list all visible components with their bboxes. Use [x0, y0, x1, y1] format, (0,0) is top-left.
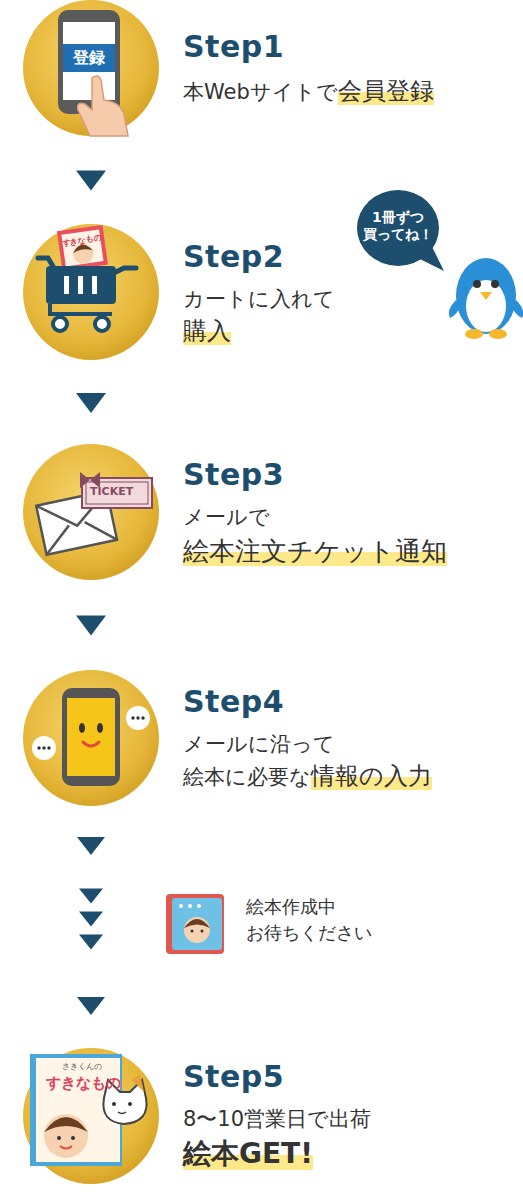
highlight-text: 絵本GET!: [183, 1137, 313, 1170]
step-heading: Step3: [183, 455, 447, 494]
arrow-head: [79, 935, 103, 950]
step-text: Step3 メールで絵本注文チケット通知: [183, 455, 447, 570]
smartphone-face-icon: [32, 688, 150, 786]
step-heading: Step5: [183, 1057, 371, 1096]
highlight-text: 情報の入力: [311, 762, 432, 790]
bubble-text: 1冊ずつ 買ってね！: [362, 209, 435, 244]
step-heading: Step4: [183, 682, 432, 721]
highlight-text: 購入: [183, 317, 231, 345]
arrow-head: [76, 616, 106, 636]
book-title: すきなもの: [46, 1074, 121, 1092]
step-block: Step1 本Webサイトで会員登録: [22, 0, 517, 136]
step-block: Step4 メールに沿って絵本に必要な情報の入力: [22, 670, 517, 806]
cart-icon: [38, 225, 136, 331]
step-text: カートに入れて: [183, 287, 335, 311]
flow-arrow: [76, 171, 106, 191]
arrow-head: [79, 889, 103, 904]
bubble-circle: [357, 190, 439, 266]
step-text: メールで: [183, 505, 270, 529]
highlight-text: 絵本注文チケット通知: [183, 536, 447, 566]
step-text: Step4 メールに沿って絵本に必要な情報の入力: [183, 682, 432, 794]
gold-circles: [23, 0, 159, 1184]
flow-arrow: [76, 393, 106, 413]
arrow-head: [79, 912, 103, 927]
highlight-text: 会員登録: [338, 77, 434, 105]
arrow-head: [76, 171, 106, 191]
phone-icon: [58, 10, 128, 136]
book-cat-icon: [30, 1054, 147, 1166]
step-text: Step5 8〜10営業日で出荷絵本GET!: [183, 1057, 371, 1175]
arrow-head: [76, 393, 106, 413]
flow-arrow: [76, 616, 106, 636]
note-text: 絵本作成中 お待ちください: [246, 894, 383, 946]
step-text: 本Webサイトで: [183, 80, 338, 104]
step-text: メールに沿って: [183, 732, 335, 756]
speech-bubble: 1冊ずつ 買ってね！: [350, 188, 446, 272]
arrow-head: [77, 837, 105, 855]
ticket-label: TICKET: [90, 485, 133, 498]
book-in-progress-icon: [166, 894, 224, 954]
step-text: 絵本に必要な: [183, 765, 311, 789]
step-text: Step2 カートに入れて購入: [183, 237, 352, 349]
arrow-head: [77, 997, 105, 1015]
step-text: 8〜10営業日で出荷: [183, 1107, 371, 1131]
flow-arrow: [77, 837, 105, 1015]
penguin: [449, 258, 523, 339]
step-heading: Step2: [183, 237, 352, 276]
step-heading: Step1: [183, 27, 434, 66]
mail-ticket-icon: [36, 472, 152, 555]
step-block: Step3 メールで絵本注文チケット通知: [22, 445, 517, 581]
button-label: 登録: [73, 48, 105, 67]
step-text: Step1 本Webサイトで会員登録: [183, 27, 434, 109]
book-subtitle: さきくんの: [62, 1062, 102, 1072]
